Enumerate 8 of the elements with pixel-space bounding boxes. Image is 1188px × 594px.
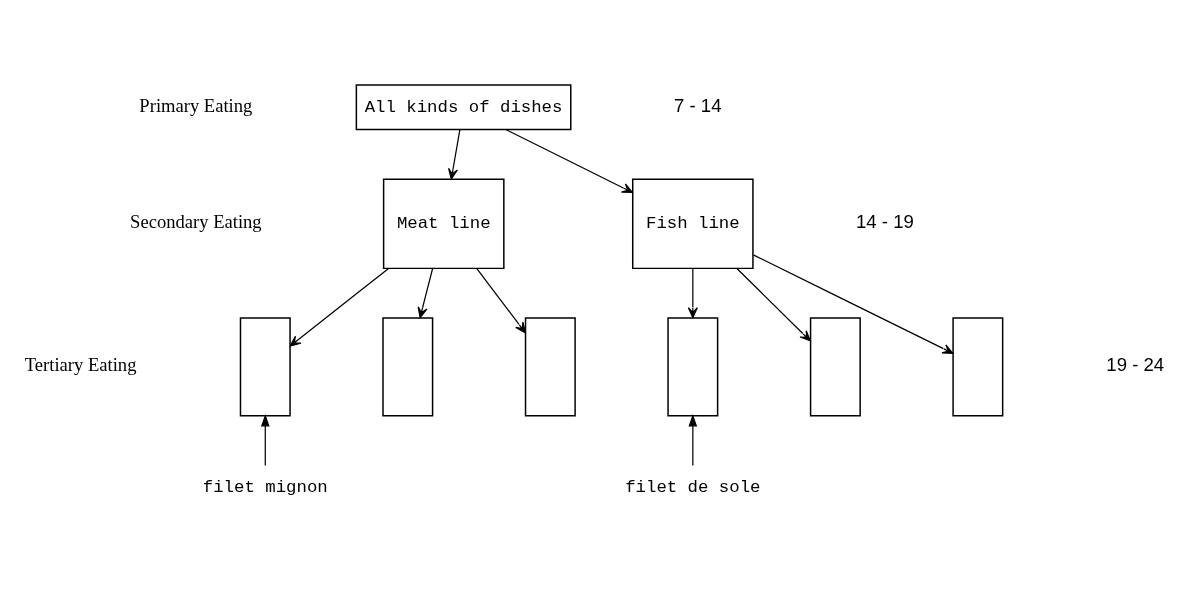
label: Secondary Eating	[130, 210, 262, 232]
node-text: filet mignon	[202, 477, 328, 497]
label: Tertiary Eating	[24, 353, 137, 375]
label: 14 - 19	[856, 210, 914, 232]
label: 7 - 14	[674, 94, 722, 116]
label: Primary Eating	[139, 94, 253, 116]
label: 19 - 24	[1106, 353, 1165, 375]
node-text: filet de sole	[625, 477, 761, 497]
